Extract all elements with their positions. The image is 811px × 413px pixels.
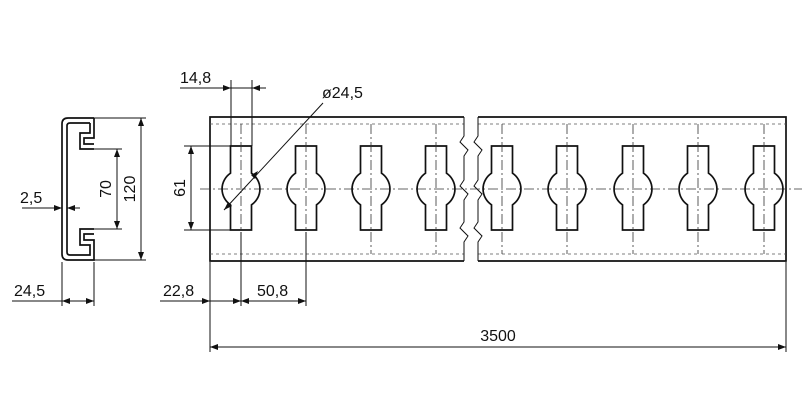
profile-top-lip: [79, 118, 95, 150]
profile-cross-section: [61, 117, 95, 261]
dim-total-length-label: 3500: [480, 328, 516, 345]
rail-front-view: [200, 116, 802, 262]
dim-slot-width: 14,8: [180, 70, 266, 146]
keyhole-slot-5: [482, 145, 522, 231]
break-line-left: [459, 117, 469, 261]
keyhole-slot-9: [744, 145, 784, 231]
keyhole-slot-6: [547, 145, 587, 231]
dim-first-slot-offset: 22,8: [160, 232, 242, 352]
dim-first-slot-offset-label: 22,8: [163, 283, 194, 300]
dim-hole-diameter: ø24,5: [223, 85, 363, 211]
keyhole-slot-4: [416, 145, 456, 231]
dim-profile-height-label: 120: [122, 176, 139, 203]
keyhole-slot-1: [221, 145, 261, 231]
dim-profile-width-label: 24,5: [14, 283, 45, 300]
dim-profile-height: 120: [94, 117, 146, 261]
dim-hole-diameter-label: ø24,5: [322, 85, 363, 102]
dim-slot-pitch-label: 50,8: [257, 283, 288, 300]
dim-inner-height: 70: [94, 148, 122, 230]
dim-wall-thickness-label: 2,5: [20, 190, 42, 207]
dim-profile-width: 24,5: [12, 262, 95, 306]
dim-slot-length-label: 61: [172, 179, 189, 197]
keyhole-slot-3: [351, 145, 391, 231]
profile-outer-contour: [61, 117, 95, 261]
keyhole-slot-7: [613, 145, 653, 231]
dim-total-length: 3500: [210, 262, 787, 352]
dim-wall-thickness: 2,5: [20, 190, 80, 211]
profile-inner-contour: [66, 122, 94, 256]
dim-slot-width-label: 14,8: [180, 70, 211, 87]
dim-slot-pitch: 50,8: [241, 232, 307, 306]
dim-inner-height-label: 70: [98, 180, 115, 198]
keyhole-slots: [221, 124, 784, 254]
keyhole-slot-2: [286, 145, 326, 231]
break-line-right: [473, 117, 483, 261]
keyhole-slot-8: [678, 145, 718, 231]
dim-slot-length: 61: [172, 145, 230, 231]
